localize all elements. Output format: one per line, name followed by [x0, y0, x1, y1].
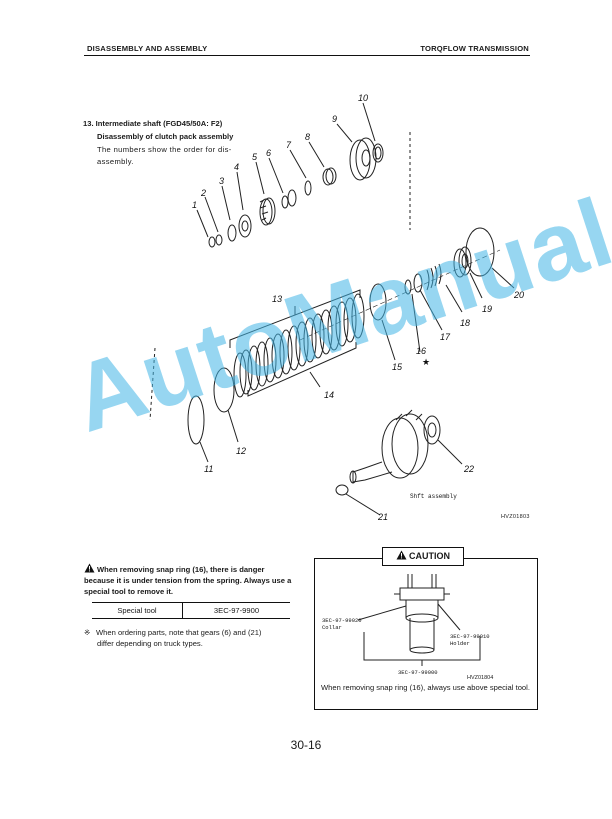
- part-label-19: 19: [482, 304, 492, 314]
- part-label-1: 1: [192, 200, 197, 210]
- exploded-diagram: 1 2 3 4 5 6 7 8 9 10 11 12 13 14 15 16 1…: [149, 93, 524, 522]
- part-label-2: 2: [200, 188, 206, 198]
- collar-code: 3EC-97-99020: [322, 617, 362, 624]
- warning-block: When removing snap ring (16), there is d…: [84, 563, 294, 597]
- part-label-11: 11: [204, 464, 213, 474]
- part-label-8: 8: [305, 132, 310, 142]
- section-body-line1: The numbers show the order for dis-: [97, 144, 232, 154]
- page-number: 30-16: [290, 738, 322, 752]
- parts-note: ※ When ordering parts, note that gears (6…: [84, 627, 294, 649]
- part-label-13: 13: [272, 294, 282, 304]
- special-tool-diagram: 3EC-97-99020 Collar 3EC-97-99010 Holder …: [322, 574, 490, 676]
- part-label-6: 6: [266, 148, 271, 158]
- shaft-assembly-label: Shft assembly: [410, 493, 457, 500]
- part-label-15: 15: [392, 362, 403, 372]
- part-label-7: 7: [286, 140, 292, 150]
- section-heading: 13. Intermediate shaft (FGD45/50A: F2) D…: [83, 118, 273, 169]
- part-label-12: 12: [236, 446, 246, 456]
- caution-figure-id: HVZ01804: [467, 675, 494, 681]
- part-label-5: 5: [252, 152, 258, 162]
- part-label-21: 21: [377, 512, 388, 522]
- part-label-10: 10: [358, 93, 368, 103]
- part-label-22: 22: [463, 464, 474, 474]
- base-tool-code: 3EC-97-99000: [398, 669, 438, 676]
- special-tool-label: Special tool: [92, 602, 183, 619]
- header-chapter-title: TORQFLOW TRANSMISSION: [420, 44, 529, 53]
- header-section-title: DISASSEMBLY AND ASSEMBLY: [87, 44, 208, 53]
- note-line2: differ depending on truck types.: [97, 639, 203, 648]
- caution-text: When removing snap ring (16), always use…: [321, 683, 530, 692]
- star-mark: ★: [422, 357, 430, 367]
- caution-label-text: CAUTION: [409, 551, 450, 561]
- part-label-9: 9: [332, 114, 337, 124]
- part-label-16: 16: [416, 346, 426, 356]
- table-row: Special tool 3EC-97-9900: [92, 602, 290, 619]
- note-marker: ※: [84, 628, 91, 637]
- caution-label: CAUTION: [382, 547, 464, 566]
- holder-label: Holder: [450, 640, 470, 647]
- part-label-18: 18: [460, 318, 470, 328]
- warning-icon: [84, 563, 95, 573]
- part-label-4: 4: [234, 162, 239, 172]
- part-label-20: 20: [513, 290, 524, 300]
- warning-text: When removing snap ring (16), there is d…: [84, 565, 292, 596]
- special-tool-table: Special tool 3EC-97-9900: [92, 602, 290, 619]
- note-line1: When ordering parts, note that gears (6)…: [96, 628, 262, 637]
- caution-icon: [396, 550, 407, 560]
- figure-id: HVZ01803: [501, 514, 530, 520]
- part-label-17: 17: [440, 332, 451, 342]
- section-subtitle: Disassembly of clutch pack assembly: [97, 131, 234, 141]
- special-tool-value: 3EC-97-9900: [182, 602, 290, 619]
- holder-code: 3EC-97-99010: [450, 633, 490, 640]
- collar-label: Collar: [322, 624, 342, 631]
- section-body-line2: assembly.: [97, 157, 134, 167]
- header-rule: [84, 55, 530, 56]
- part-label-14: 14: [324, 390, 334, 400]
- part-label-3: 3: [219, 176, 224, 186]
- section-title: 13. Intermediate shaft (FGD45/50A: F2): [83, 119, 223, 128]
